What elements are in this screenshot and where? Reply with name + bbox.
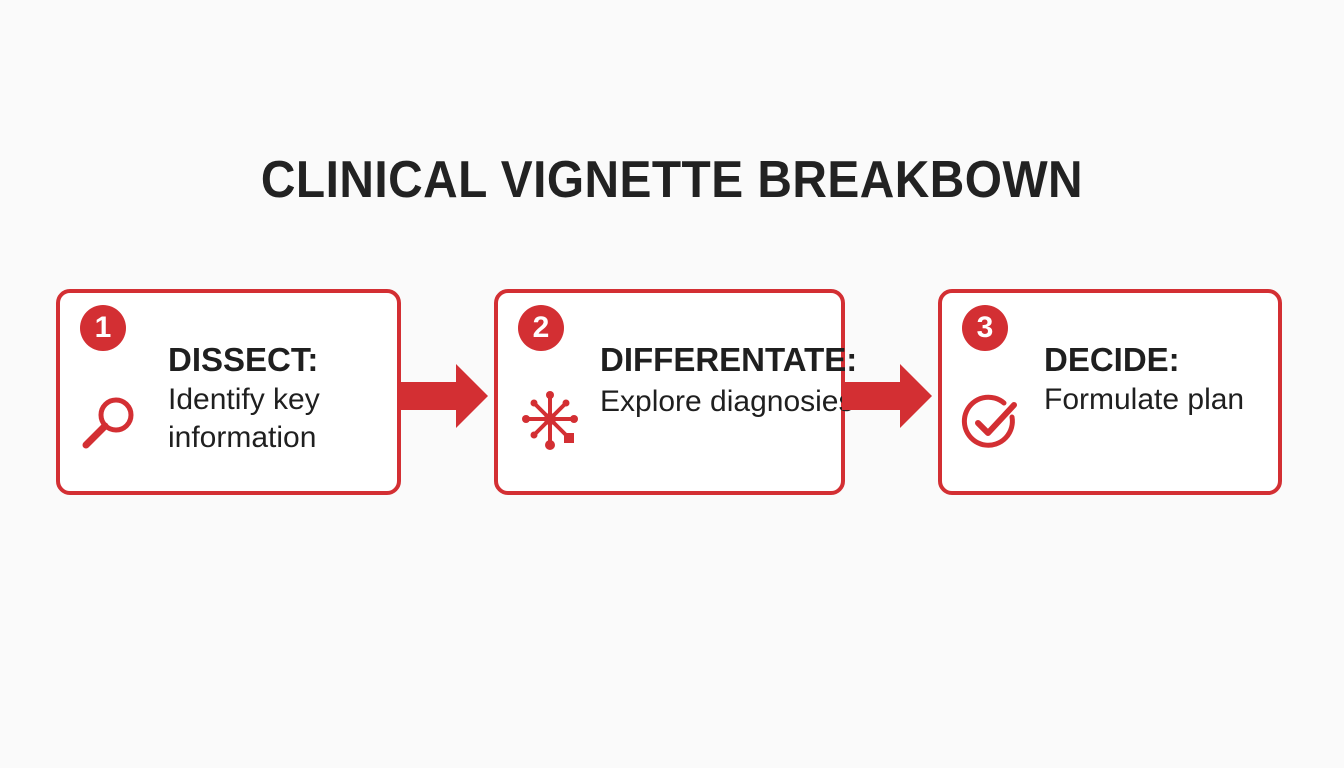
- step-description: Identify key information: [168, 383, 320, 454]
- step-card-decide: 3 DECIDE: Formulate plan: [938, 289, 1282, 495]
- step-card-dissect: 1 DISSECT: Identify key information: [56, 289, 401, 495]
- flow-arrow-2-to-3: [842, 364, 932, 428]
- circle-check-icon: [960, 391, 1024, 455]
- step-title: DIFFERENTATE:: [600, 341, 858, 378]
- magnifying-glass-icon: [78, 391, 142, 455]
- step-number-badge: 3: [962, 305, 1008, 351]
- step-description: Formulate plan: [1044, 383, 1245, 416]
- diagram-title: CLINICAL VIGNETTE BREAKBOWN: [260, 151, 1084, 209]
- step-title: DECIDE:: [1044, 341, 1180, 378]
- flow-arrow-1-to-2: [398, 364, 488, 428]
- step-title: DISSECT:: [168, 341, 319, 378]
- step-description: Explore diagnosies: [600, 385, 854, 418]
- branching-network-icon: [518, 389, 582, 453]
- step-number-badge: 2: [518, 305, 564, 351]
- step-number-badge: 1: [80, 305, 126, 351]
- step-card-differentiate: 2: [494, 289, 857, 495]
